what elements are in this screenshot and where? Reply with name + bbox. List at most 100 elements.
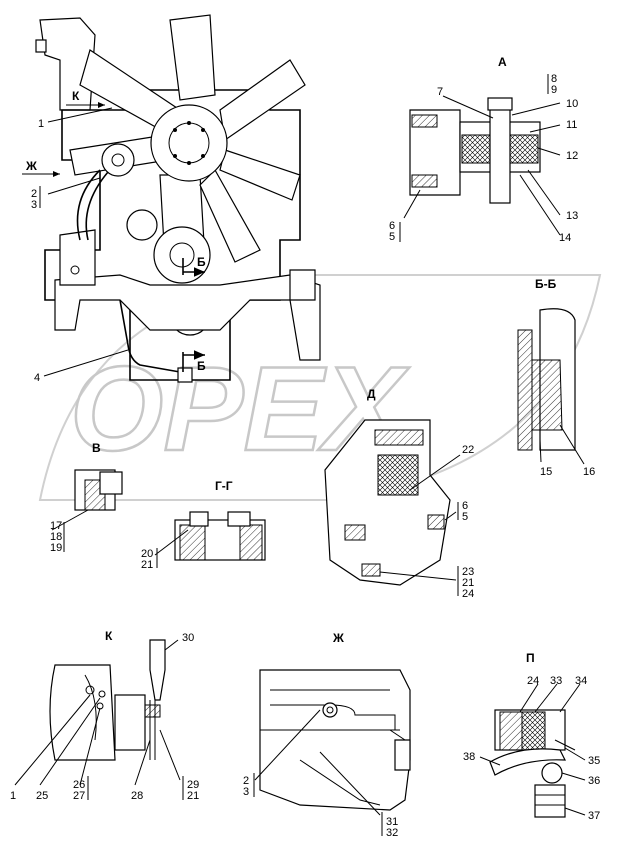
view-gg-labels: Г-Г 20 21 — [141, 479, 233, 571]
callout-2: 2 — [31, 188, 37, 200]
view-a-bracket — [409, 109, 461, 196]
view-bb-labels: Б-Б 15 16 — [535, 277, 595, 478]
view-k-flange — [114, 694, 146, 751]
view-v-title: В — [92, 441, 101, 455]
view-zh-housing — [259, 669, 411, 811]
callout-1: 1 — [38, 118, 44, 130]
callout-bb-15: 15 — [540, 466, 552, 478]
callout-p-36: 36 — [588, 775, 600, 787]
callout-zh-31: 31 — [386, 816, 398, 828]
hose — [76, 169, 101, 241]
callout-gg-21: 21 — [141, 559, 153, 571]
callout-p-38: 38 — [463, 751, 475, 763]
callout-d-24: 24 — [462, 588, 474, 600]
callout-a-11: 11 — [566, 119, 577, 131]
view-k-labels: К 30 1 25 26 27 28 29 21 — [10, 629, 199, 802]
view-zh-labels: Ж 2 3 31 32 — [243, 631, 398, 839]
view-d-title: Д — [367, 387, 376, 401]
fan-blade — [169, 14, 216, 101]
view-a-bolt — [489, 107, 511, 204]
left-mount — [59, 229, 96, 286]
callout-d-6: 6 — [462, 500, 468, 512]
callout-v-18: 18 — [50, 531, 62, 543]
callout-p-24: 24 — [527, 675, 539, 687]
callout-a-8: 8 — [551, 73, 557, 85]
leader-1 — [47, 107, 113, 123]
view-k-title: К — [105, 629, 113, 643]
intake-clamp — [35, 39, 47, 53]
view-arrow-zh-label: Ж — [25, 159, 37, 173]
fan-blade — [219, 149, 301, 201]
view-gg — [154, 511, 266, 568]
callout-v-17: 17 — [50, 520, 62, 532]
callout-a-6: 6 — [389, 220, 395, 232]
callout-d-5: 5 — [462, 511, 468, 523]
pulley-upper — [101, 143, 135, 177]
view-v — [51, 469, 123, 552]
callout-k-28: 28 — [131, 790, 143, 802]
callout-zh-32: 32 — [386, 827, 398, 839]
callout-v-19: 19 — [50, 542, 62, 554]
view-p-block — [534, 784, 566, 818]
view-d-labels: Д 22 6 5 23 21 24 — [367, 387, 474, 600]
callout-a-5: 5 — [389, 231, 395, 243]
callout-k-1: 1 — [10, 790, 16, 802]
callout-k-27: 27 — [73, 790, 85, 802]
section-b-top-label: Б — [197, 255, 206, 269]
view-p-title: П — [526, 651, 535, 665]
view-p-labels: П 24 33 34 35 36 37 38 — [463, 651, 600, 822]
right-mount — [289, 269, 316, 301]
callout-k-30: 30 — [182, 632, 194, 644]
view-bb-flange — [517, 329, 533, 451]
section-b-bottom-label: Б — [197, 359, 206, 373]
view-p — [479, 683, 586, 818]
view-gg-title: Г-Г — [215, 479, 233, 493]
callout-k-26: 26 — [73, 779, 85, 791]
view-k-body — [49, 664, 116, 761]
view-v-labels: В 17 18 19 — [50, 441, 101, 554]
view-k-strap — [149, 639, 166, 701]
view-k — [14, 639, 184, 800]
fan-blade — [199, 169, 261, 263]
pipe-bracket — [177, 367, 193, 383]
fan-blade — [219, 59, 306, 142]
main-view-labels: К Ж Б Б 1 2 3 4 — [25, 89, 206, 384]
view-bb-title: Б-Б — [535, 277, 557, 291]
callout-zh-2: 2 — [243, 775, 249, 787]
callout-p-35: 35 — [588, 755, 600, 767]
view-a — [399, 74, 561, 242]
fan-hub — [150, 104, 228, 182]
view-d-housing — [324, 419, 451, 586]
callout-a-7: 7 — [437, 86, 443, 98]
callout-a-14: 14 — [559, 232, 571, 244]
callout-3: 3 — [31, 199, 37, 211]
view-d-cushion — [377, 454, 419, 496]
pulley-middle — [126, 209, 158, 241]
view-zh — [253, 669, 411, 836]
callout-k-25: 25 — [36, 790, 48, 802]
callout-bb-16: 16 — [583, 466, 595, 478]
view-bb-damper — [531, 359, 563, 431]
view-a-labels: А 7 8 9 10 11 12 13 14 6 5 — [389, 55, 578, 244]
view-d — [324, 419, 461, 596]
main-engine-view — [22, 14, 321, 383]
callout-k-29: 29 — [187, 779, 199, 791]
callout-zh-3: 3 — [243, 786, 249, 798]
callout-d-22: 22 — [462, 444, 474, 456]
leader-2 — [47, 177, 101, 195]
callout-a-13: 13 — [566, 210, 578, 222]
view-arrow-k-label: К — [72, 89, 80, 103]
callout-p-33: 33 — [550, 675, 562, 687]
callout-a-12: 12 — [566, 150, 578, 162]
view-zh-bolt — [322, 702, 338, 718]
leader-4 — [43, 349, 129, 377]
view-p-pin — [541, 762, 563, 784]
pipe-4 — [119, 299, 181, 373]
view-zh-title: Ж — [332, 631, 344, 645]
callout-d-23: 23 — [462, 566, 474, 578]
callout-d-21: 21 — [462, 577, 474, 589]
callout-k-21: 21 — [187, 790, 199, 802]
callout-gg-20: 20 — [141, 548, 153, 560]
rubber-cushion — [461, 134, 491, 164]
